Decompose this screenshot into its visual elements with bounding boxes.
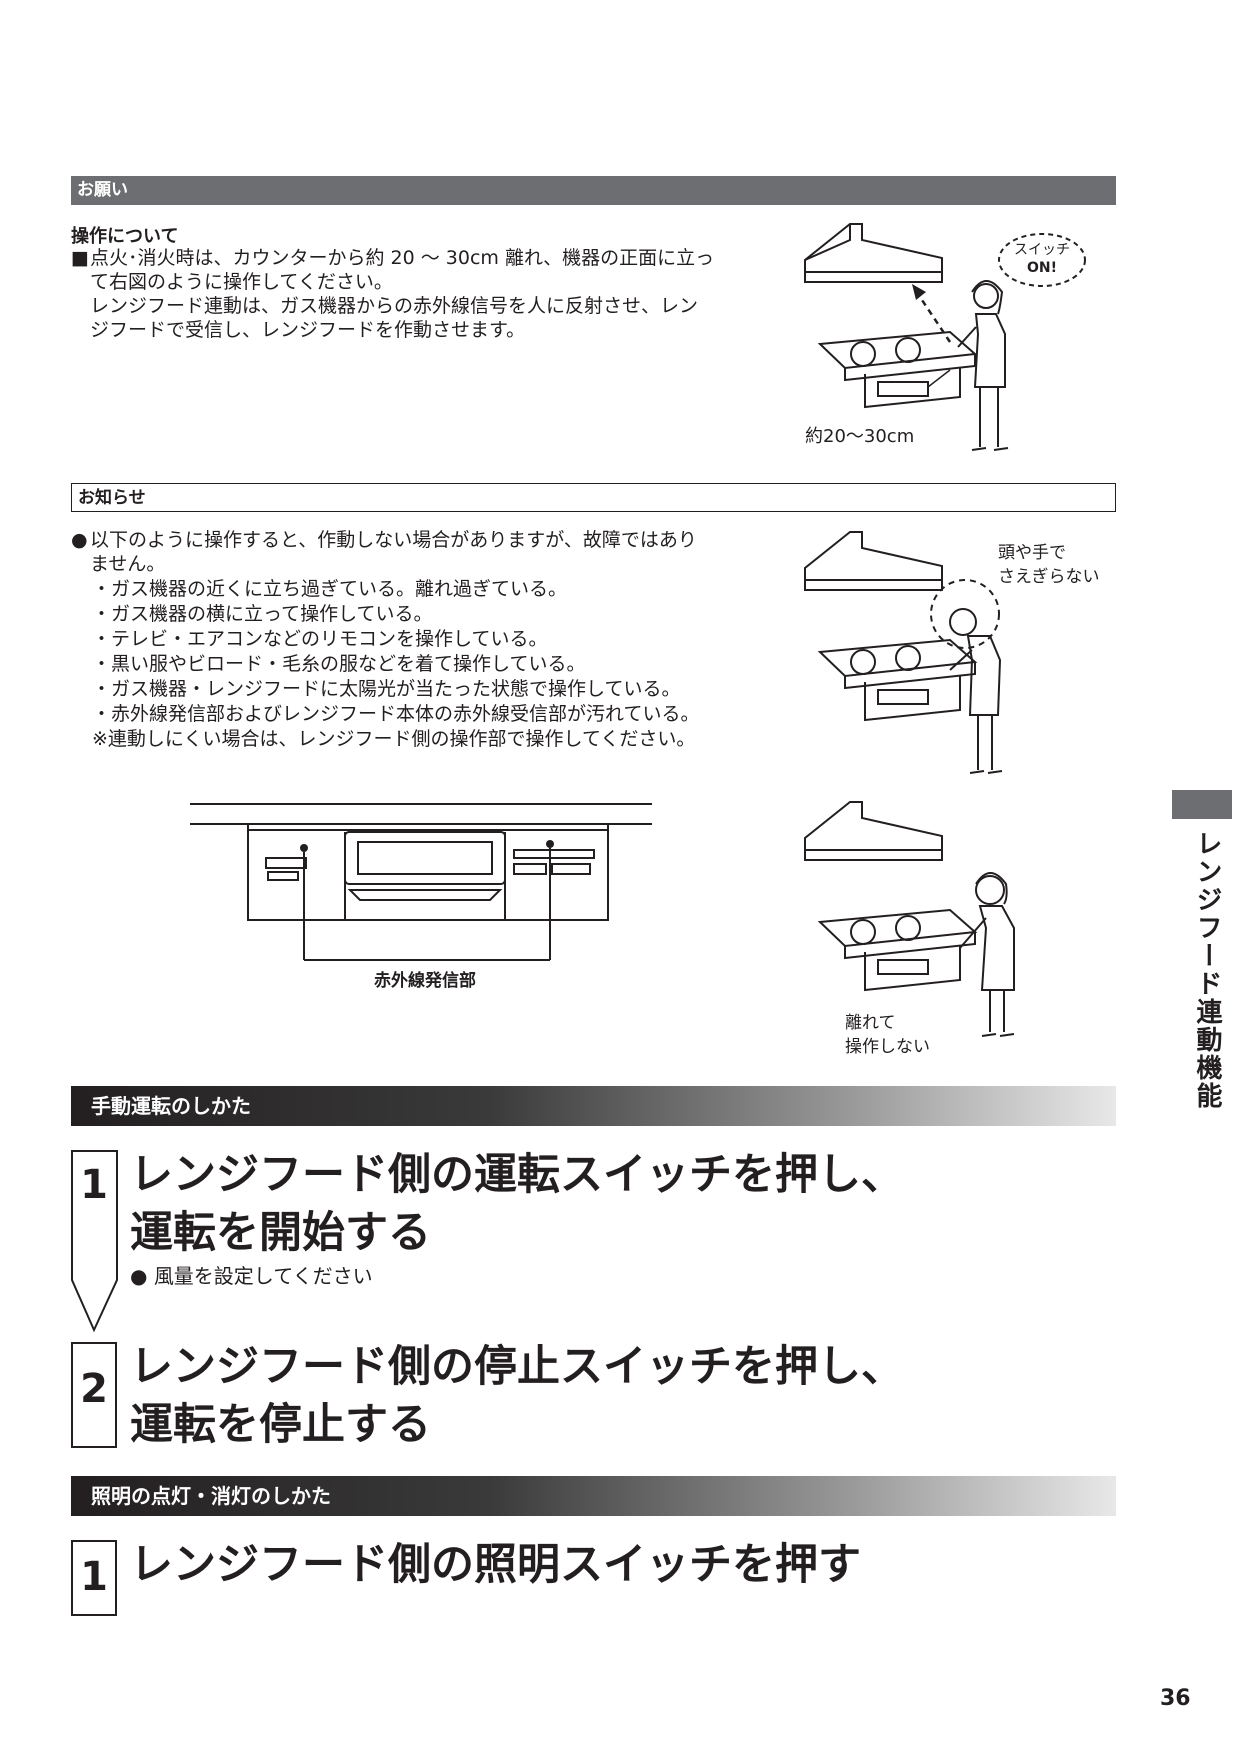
step-number: 1 [71,1540,117,1616]
list-item-text: ガス機器の横に立って操作している。 [111,603,433,625]
info-intro: 以下のように操作すると、作動しない場合がありますが、故障ではあり ません。 [90,528,770,576]
bubble-text-1: スイッチ [1014,242,1070,258]
page-number: 36 [1160,1686,1191,1711]
far-label-1: 離れて [845,1013,896,1033]
bubble-text-2: ON! [1027,260,1057,276]
list-item-text: ガス機器の近くに立ち過ぎている。離れ過ぎている。 [111,578,568,600]
info-bullet-dot: ● [71,529,88,551]
notice-line: ジフードで受信し、レンジフードを作動させます。 [90,319,526,341]
step-arrow-icon [71,1150,118,1333]
step-number: 2 [71,1342,117,1448]
list-item: ・赤外線発信部およびレンジフード本体の赤外線受信部が汚れている。 [92,703,700,725]
notice-line: 点火･消火時は、カウンターから約 20 ～ 30cm 離れ、機器の正面に立っ [90,247,715,269]
side-tab-label: レンジフード連動機能 [1192,830,1222,1110]
step-title-line: レンジフード側の運転スイッチを押し、 [130,1150,904,1200]
far-label-2: 操作しない [845,1037,930,1057]
list-item: ・テレビ・エアコンなどのリモコンを操作している。 [92,628,548,650]
blocking-illustration: 頭や手で さえぎらない [804,531,1100,774]
step-note: ● 風量を設定してください [130,1264,373,1288]
notice-line: レンジフード連動は、ガス機器からの赤外線信号を人に反射させ、レン [90,295,699,317]
list-item: ・ガス機器・レンジフードに太陽光が当たった状態で操作している。 [92,678,681,700]
distance-label: 約20～30cm [805,426,914,447]
block-label-1: 頭や手で [998,543,1066,563]
lighting-header: 照明の点灯・消灯のしかた [71,1476,1116,1516]
block-label-2: さえぎらない [998,567,1100,587]
step-title: レンジフード側の運転スイッチを押し、 運転を開始する [130,1146,904,1262]
list-item: ・黒い服やビロード・毛糸の服などを着て操作している。 [92,653,586,675]
step-title-line: 運転を停止する [130,1400,431,1450]
side-tab-marker [1172,790,1232,819]
list-item-text: 赤外線発信部およびレンジフード本体の赤外線受信部が汚れている。 [111,703,700,725]
step-note-text: 風量を設定してください [153,1264,373,1288]
info-intro-line: ません。 [90,553,166,575]
list-item-text: テレビ・エアコンなどのリモコンを操作している。 [111,628,548,650]
step-title: レンジフード側の照明スイッチを押す [130,1540,861,1590]
info-intro-line: 以下のように操作すると、作動しない場合がありますが、故障ではあり [90,529,697,551]
step-number: 1 [80,1162,108,1208]
info-note: ※連動しにくい場合は、レンジフード側の操作部で操作してください。 [92,728,696,750]
notice-marker: ■ [71,247,89,269]
info-header: お知らせ [71,483,1116,512]
list-item: ・ガス機器の近くに立ち過ぎている。離れ過ぎている。 [92,578,568,600]
notice-subheading: 操作について [71,226,179,247]
list-item-text: ガス機器・レンジフードに太陽光が当たった状態で操作している。 [111,678,681,700]
operating-illustration: スイッチ ON! 約20～30cm [804,223,1086,451]
step-title-line: 運転を開始する [130,1208,431,1258]
step-title-line: レンジフード側の停止スイッチを押し、 [130,1342,904,1392]
front-panel-diagram: 赤外線発信部 [190,803,652,991]
notice-header: お願い [71,176,1116,205]
distance-illustration: 離れて 操作しない [804,801,1015,1057]
manual-header: 手動運転のしかた [71,1086,1116,1126]
list-item-text: 黒い服やビロード・毛糸の服などを着て操作している。 [111,653,586,675]
ir-emitter-label: 赤外線発信部 [374,970,476,991]
notice-line: て右図のように操作してください。 [90,271,393,293]
step-title: レンジフード側の停止スイッチを押し、 運転を停止する [130,1338,904,1454]
info-item-list: ・ガス機器の近くに立ち過ぎている。離れ過ぎている。 ・ガス機器の横に立って操作し… [92,577,699,727]
notice-text: 点火･消火時は、カウンターから約 20 ～ 30cm 離れ、機器の正面に立っ て… [90,246,780,342]
list-item: ・ガス機器の横に立って操作している。 [92,603,433,625]
